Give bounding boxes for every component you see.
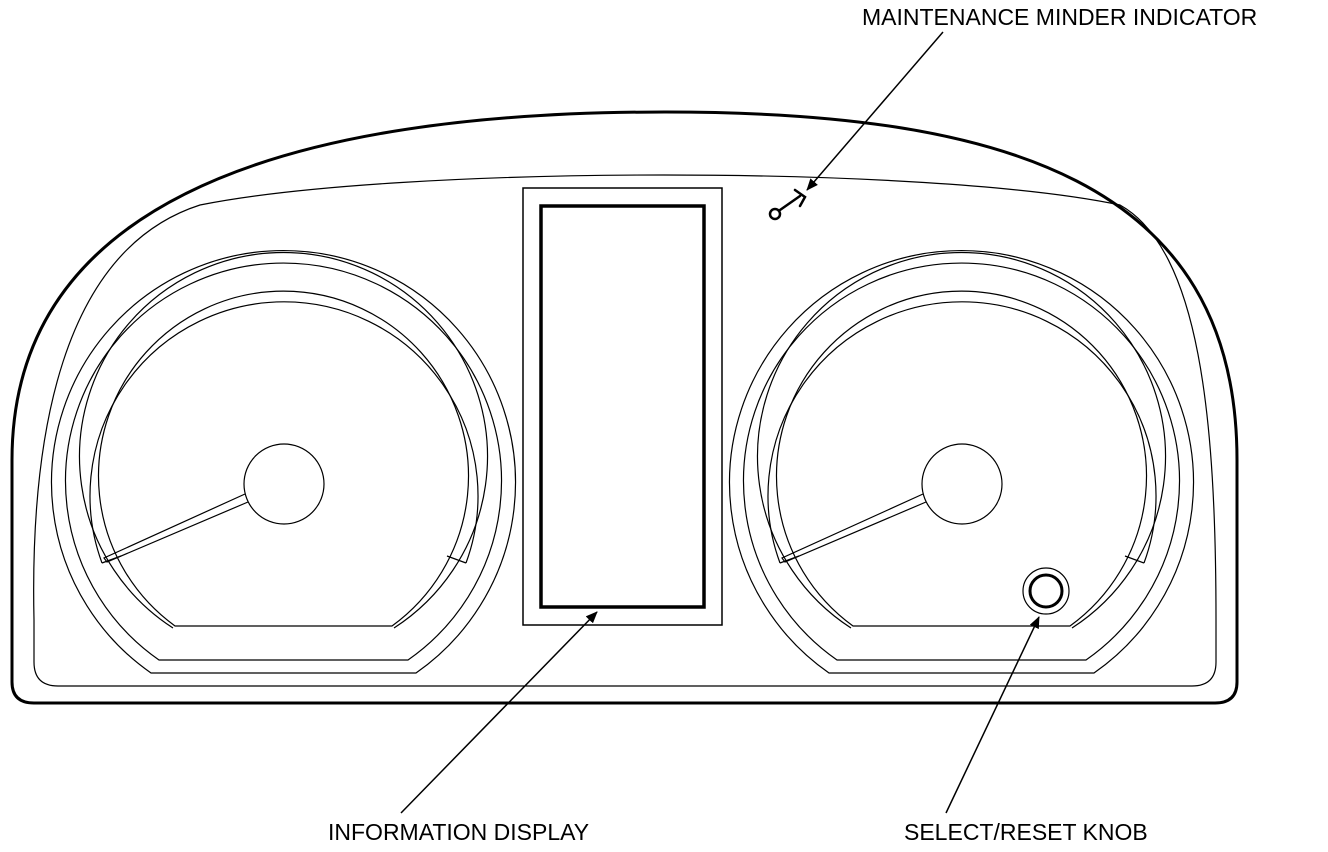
left-gauge-ring-3	[78, 252, 489, 629]
left-gauge-needle	[103, 493, 249, 563]
select-reset-knob-inner	[1028, 573, 1064, 609]
leader-maintenance-minder	[806, 31, 944, 191]
left-gauge-dial-face	[97, 290, 470, 627]
select-reset-knob[interactable]	[1022, 567, 1070, 615]
maintenance-minder-indicator-label: MAINTENANCE MINDER INDICATOR	[862, 4, 1258, 30]
wrench-icon-jaw	[793, 188, 807, 208]
left-gauge-scale-end-right	[446, 555, 467, 564]
housing-outer-outline	[10, 110, 1239, 705]
right-gauge-dial-face	[775, 290, 1148, 627]
wrench-icon-shaft	[778, 194, 802, 212]
information-display-frame	[522, 187, 723, 626]
left-gauge-ring-outer	[50, 250, 517, 674]
information-display-screen	[539, 204, 706, 609]
leader-lines	[400, 31, 1040, 814]
housing-inner-bezel	[33, 174, 1217, 687]
leader-select-reset-knob	[945, 616, 1040, 814]
left-gauge-needle-hub	[243, 443, 325, 525]
left-gauge-scale-arc	[89, 301, 479, 564]
right-gauge-needle	[781, 493, 927, 563]
leader-information-display	[400, 611, 598, 814]
information-display-label: INFORMATION DISPLAY	[328, 819, 590, 845]
right-gauge-needle-hub	[921, 443, 1003, 525]
right-gauge	[728, 250, 1195, 674]
right-gauge-ring-3	[756, 252, 1167, 629]
left-gauge-ring-2	[64, 262, 503, 661]
cluster-housing	[10, 110, 1239, 705]
select-reset-knob-label: SELECT/RESET KNOB	[904, 819, 1148, 845]
wrench-icon	[768, 188, 807, 221]
right-gauge-scale-end-right	[1124, 555, 1145, 564]
left-gauge	[50, 250, 517, 674]
right-gauge-ring-outer	[728, 250, 1195, 674]
select-reset-knob-outer	[1022, 567, 1070, 615]
information-display	[522, 187, 723, 626]
wrench-icon-ring	[768, 207, 782, 221]
right-gauge-scale-arc	[767, 301, 1157, 564]
right-gauge-ring-2	[742, 262, 1181, 661]
